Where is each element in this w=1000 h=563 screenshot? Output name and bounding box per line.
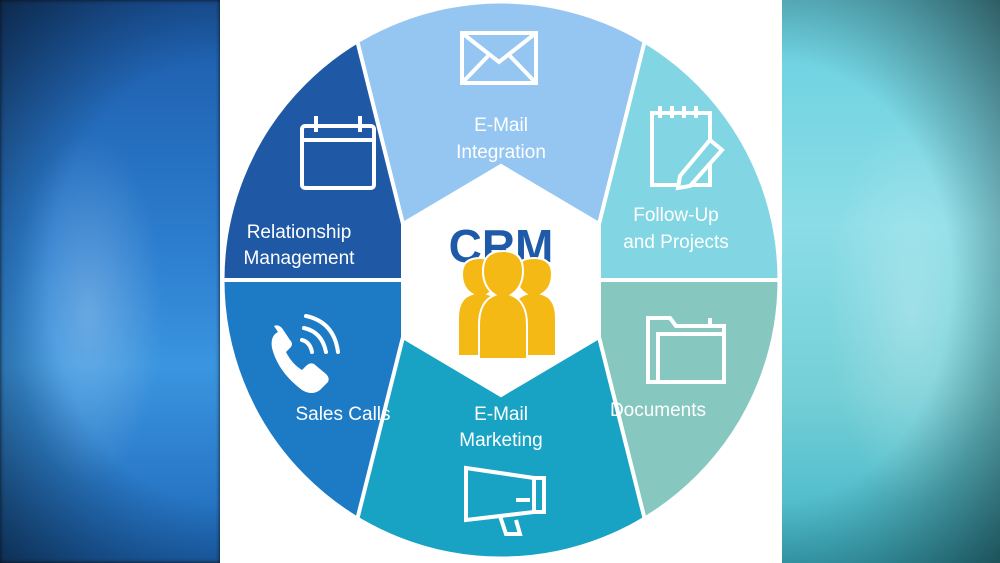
segment-email-integration[interactable] <box>342 0 660 224</box>
label-follow-up-line2: and Projects <box>623 232 729 253</box>
label-email-integration-line1: E-Mail <box>474 115 528 136</box>
phone-icon <box>271 314 340 393</box>
folder-icon <box>646 316 726 384</box>
label-email-integration-line2: Integration <box>456 142 546 163</box>
megaphone-icon <box>464 465 546 536</box>
blurred-background-left <box>0 0 220 563</box>
calendar-icon <box>300 116 376 190</box>
segment-email-marketing[interactable] <box>342 337 660 563</box>
envelope-icon <box>460 31 538 85</box>
people-group-icon <box>457 249 557 360</box>
label-sales-calls: Sales Calls <box>295 404 390 425</box>
blurred-background-right <box>780 0 1000 563</box>
label-documents: Documents <box>610 400 706 421</box>
crm-diagram: CRM E-Mail Integration Follo <box>220 0 782 563</box>
label-email-marketing-line1: E-Mail <box>474 404 528 425</box>
crm-wheel: CRM E-Mail Integration Follo <box>221 0 781 563</box>
label-relationship-line1: Relationship <box>247 222 352 243</box>
label-relationship-line2: Management <box>244 248 356 269</box>
notepad-pencil-icon <box>650 106 725 191</box>
label-email-marketing-line2: Marketing <box>459 430 542 451</box>
label-follow-up-line1: Follow-Up <box>633 205 719 226</box>
